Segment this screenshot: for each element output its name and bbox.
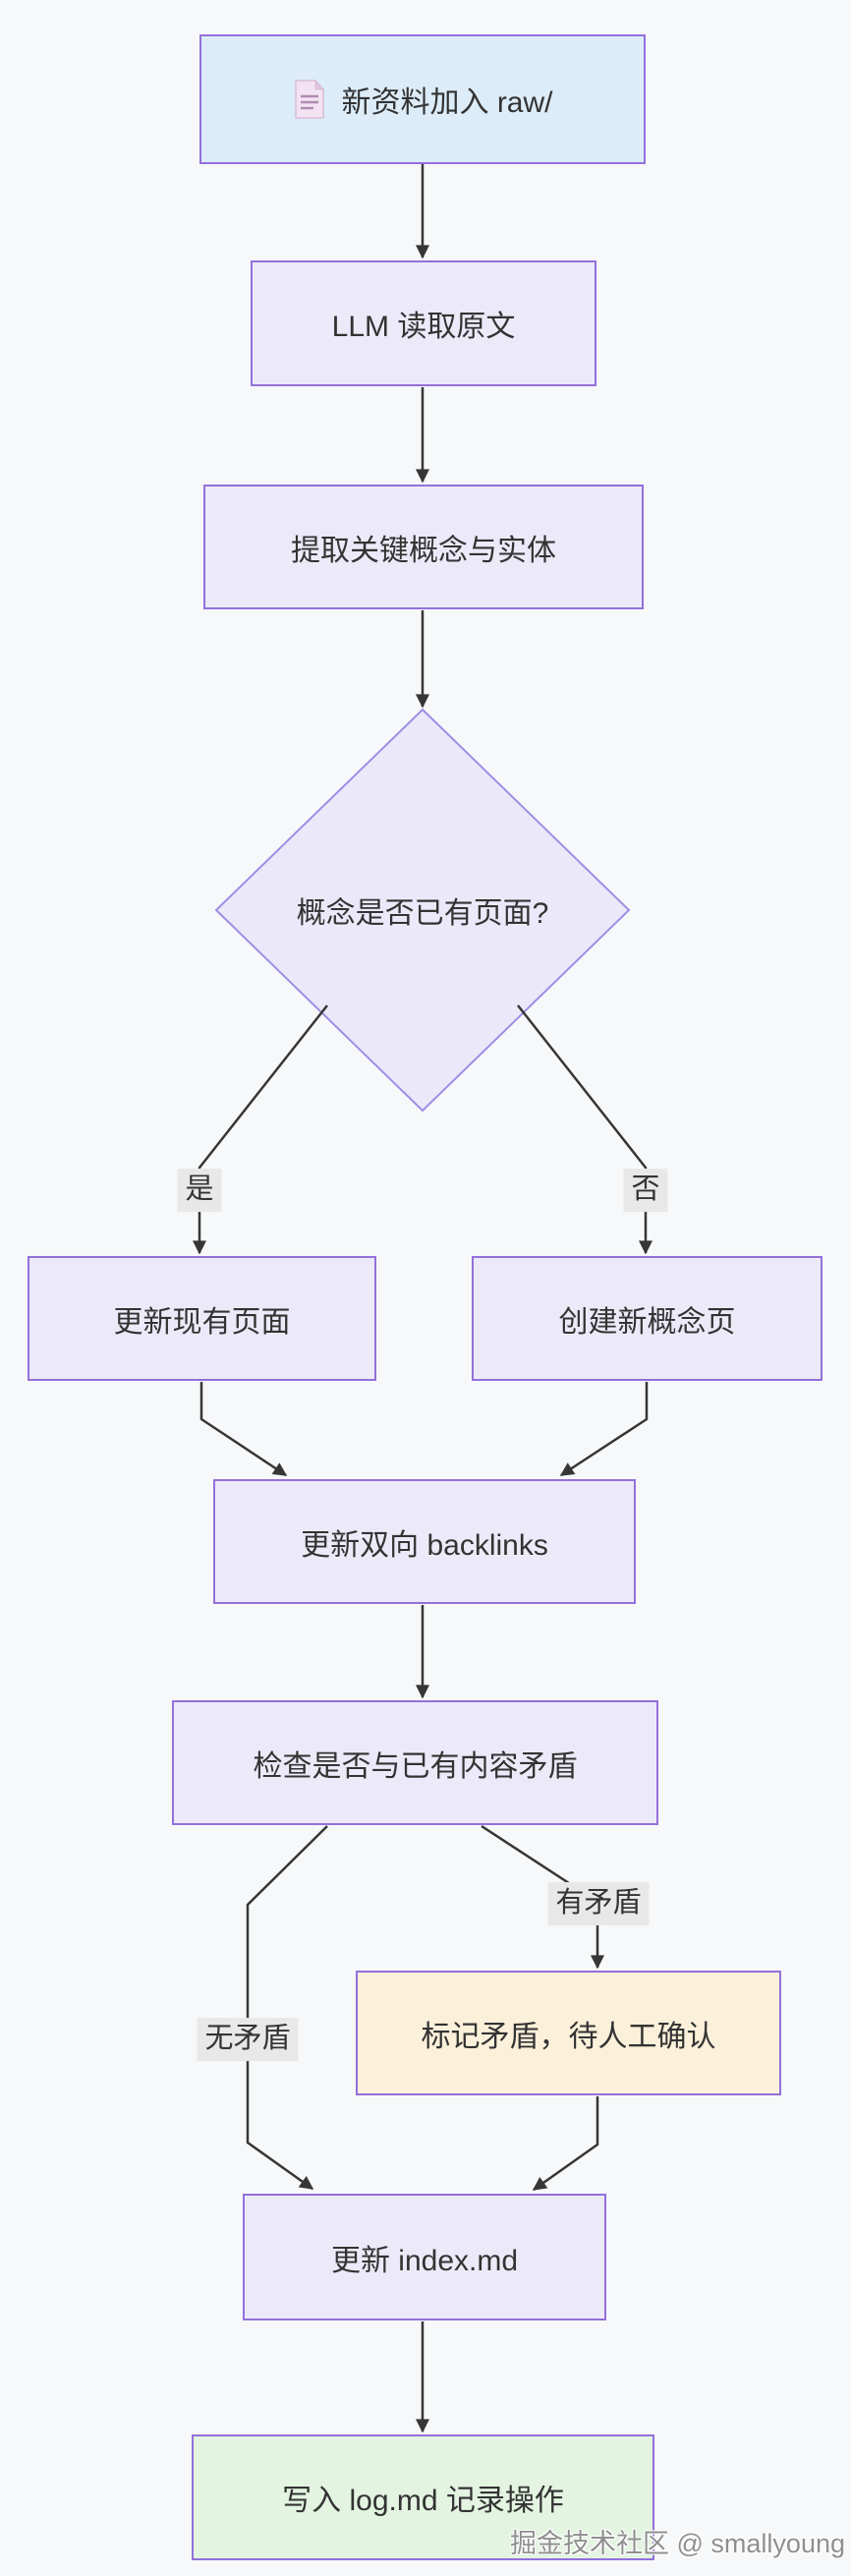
edge-label-yes: 是: [177, 1169, 222, 1212]
node-mark-conflict: 标记矛盾，待人工确认: [356, 1971, 781, 2095]
node-label: 提取关键概念与实体: [291, 534, 556, 567]
edge-label-no: 否: [623, 1169, 668, 1212]
node-new-material-raw: 新资料加入 raw/: [199, 34, 646, 164]
edge-check-noconflict: [246, 1825, 328, 2191]
node-label: LLM 读取原文: [331, 311, 516, 343]
node-label: 标记矛盾，待人工确认: [421, 2020, 716, 2053]
node-create-new-concept-page: 创建新概念页: [472, 1256, 823, 1381]
edge-decision-yes: [193, 1004, 328, 1255]
decision-diamond: [214, 708, 631, 1113]
document-icon: [292, 79, 327, 120]
edge-conflict-index: [532, 2096, 599, 2192]
node-label: 创建新概念页: [558, 1305, 736, 1339]
node-decision-label: 概念是否已有页面?: [226, 881, 619, 940]
edge-decision-no: [517, 1004, 652, 1255]
node-label: 更新 index.md: [330, 2244, 519, 2277]
node-write-log: 写入 log.md 记录操作: [192, 2434, 654, 2560]
edge-label-has-conflict: 有矛盾: [547, 1882, 650, 1925]
node-label: 检查是否与已有内容矛盾: [253, 1749, 578, 1783]
node-llm-read: LLM 读取原文: [251, 260, 596, 386]
node-label: 更新双向 backlinks: [301, 1528, 548, 1562]
node-label: 概念是否已有页面?: [296, 897, 549, 930]
node-label: 更新现有页面: [113, 1305, 291, 1339]
node-update-existing-page: 更新现有页面: [28, 1256, 376, 1381]
edge-createnew-backlinks: [559, 1382, 649, 1477]
node-update-backlinks: 更新双向 backlinks: [213, 1479, 636, 1604]
node-label: 新资料加入 raw/: [341, 86, 553, 119]
node-extract-concepts: 提取关键概念与实体: [203, 485, 644, 609]
node-check-conflict: 检查是否与已有内容矛盾: [172, 1700, 658, 1825]
watermark: 掘金技术社区 @ smallyoung: [510, 2529, 845, 2558]
node-update-index: 更新 index.md: [243, 2194, 606, 2320]
node-label: 写入 log.md 记录操作: [282, 2485, 564, 2517]
edge-existing-backlinks: [199, 1382, 288, 1477]
edge-label-no-conflict: 无矛盾: [197, 2018, 299, 2061]
